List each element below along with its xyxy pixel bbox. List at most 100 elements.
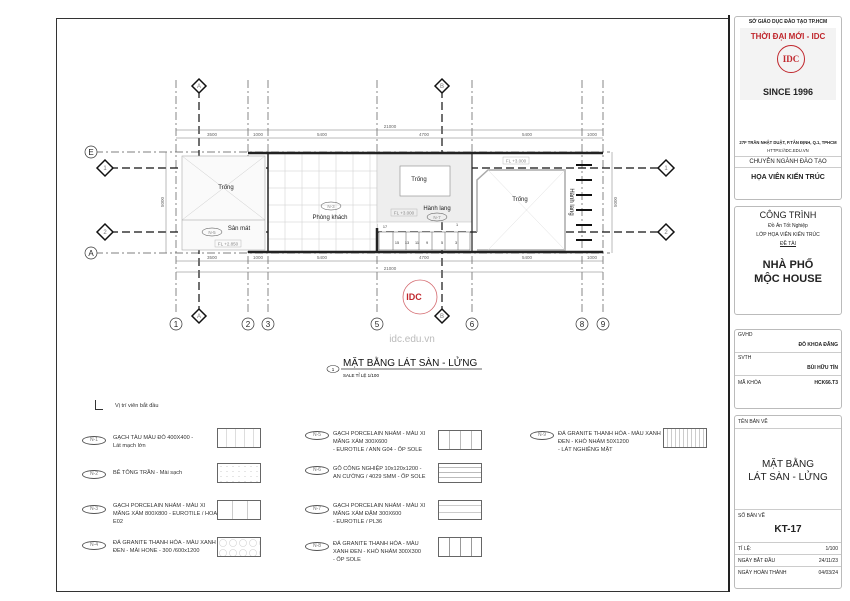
legend-swatch — [217, 463, 261, 483]
legend-code: N-7 — [305, 505, 329, 514]
stair-number: 11 — [415, 241, 419, 245]
title-block: SỞ GIÁO DỤC ĐÀO TẠO TP.HCM THỜI ĐẠI MỚI … — [728, 15, 843, 592]
section-marker: A — [197, 314, 201, 320]
drawing-name: LÁT SÀN - LỬNG — [748, 472, 828, 483]
project-name: MỘC HOUSE — [754, 273, 822, 285]
idc-logo-icon: IDC — [777, 45, 805, 73]
legend-swatch — [438, 537, 482, 557]
scale-label: TỈ LỆ: — [738, 545, 752, 552]
project-label: CÔNG TRÌNH — [759, 210, 817, 220]
room-label: Trống — [411, 177, 426, 183]
material-tag: N-7 — [433, 215, 441, 220]
gvhd: ĐỖ KHOA ĐĂNG — [735, 340, 841, 353]
topic-label: ĐỀ TÀI — [779, 241, 797, 247]
axis-marker: 1 — [103, 166, 107, 172]
section-marker: B — [440, 84, 444, 90]
level-tag: FL +3.000 — [506, 159, 527, 164]
material-tag: N-3 — [327, 204, 335, 209]
svth: BÙI HỮU TÍN — [735, 363, 841, 376]
department: SỞ GIÁO DỤC ĐÀO TẠO TP.HCM — [748, 19, 828, 25]
svg-text:IDC: IDC — [406, 292, 422, 302]
legend-swatch — [217, 537, 261, 557]
website-link[interactable]: HTTPS://IDC.EDU.VN — [767, 148, 809, 153]
dim-text: 1000 — [253, 255, 264, 260]
gvhd-label: GVHD — [738, 332, 753, 338]
start-marker-icon — [95, 400, 103, 410]
legend-item: GẠCH TÀU MÀU ĐỎ 400X400 -Lát mạch lớn — [113, 435, 194, 449]
dim-text: 5000 — [160, 196, 165, 207]
watermark-text: idc.edu.vn — [389, 334, 435, 345]
dim-text: 1000 — [253, 132, 264, 137]
room-label: Trống — [512, 197, 527, 203]
room-label: Sân mát — [228, 226, 251, 232]
legend-code: N-2 — [82, 470, 106, 479]
major: HỌA VIÊN KIẾN TRÚC — [751, 174, 825, 181]
axis-marker: 1 — [664, 166, 668, 172]
end-date: 04/03/24 — [818, 570, 838, 576]
major-label: CHUYÊN NGÀNH ĐÀO TẠO — [735, 156, 841, 168]
dim-text: 3500 — [207, 132, 218, 137]
start-date-label: NGÀY BẮT ĐẦU — [738, 557, 776, 564]
grid-bubble-label: A — [88, 249, 94, 258]
start-date: 24/11/23 — [818, 557, 838, 564]
sheet-no: KT-17 — [735, 524, 841, 543]
legend-code: N-4 — [82, 541, 106, 550]
course-label: MÃ KHÓA — [738, 380, 762, 386]
drawing-scale: SALE TỈ LỆ 1/100 — [343, 371, 379, 378]
dim-text: 5400 — [522, 132, 533, 137]
drawing-name-label: TÊN BẢN VẼ — [735, 416, 841, 429]
walls — [248, 151, 603, 254]
room-label: Hành lang — [568, 188, 574, 215]
legend-code: N-1 — [82, 436, 106, 445]
legend-code: N-9 — [530, 431, 554, 440]
grid-bubble-label: 5 — [375, 320, 380, 329]
grid-bubble-label: 3 — [266, 320, 271, 329]
start-marker-label: Vị trí viên bắt đầu — [115, 403, 159, 409]
legend-code: N-6 — [305, 466, 329, 475]
room-label: Hành lang — [423, 206, 450, 212]
dim-text: 5400 — [522, 255, 533, 260]
drawing-number: 1 — [332, 367, 335, 372]
legend-code: N-5 — [305, 431, 329, 440]
thesis-label: Đồ Án Tốt Nghiệp — [768, 223, 808, 229]
dim-text: 1000 — [587, 255, 598, 260]
dim-text: 5400 — [317, 132, 328, 137]
room-label: Phòng khách — [312, 215, 347, 221]
class-label: LỚP HỌA VIÊN KIẾN TRÚC — [756, 232, 820, 238]
legend-item: GỖ CÔNG NGHIỆP 10x120x1200 -AN CƯỜNG / 4… — [333, 466, 426, 480]
axis-marker: 2 — [103, 230, 107, 236]
floor-plan: 21000 21000 3500 1000 5400 4700 5400 100… — [84, 77, 676, 378]
dim-text: 4700 — [419, 255, 430, 260]
stair-number: 9 — [426, 241, 428, 245]
legend-swatch — [438, 430, 482, 450]
section-marker: B — [440, 314, 444, 320]
legend-code: N-3 — [82, 505, 106, 514]
stair-number: 5 — [441, 241, 443, 245]
end-date-label: NGÀY HOÀN THÀNH — [738, 570, 787, 576]
address: 27F TRẦN NHẬT DUẬT, P.TÂN ĐỊNH, Q.1, TPH… — [739, 140, 837, 145]
stair-number: 17 — [383, 225, 387, 229]
dim-text: 5400 — [317, 255, 328, 260]
stair-number: 15 — [395, 241, 399, 245]
room-label: Trống — [218, 185, 233, 191]
dim-text: 4700 — [419, 132, 430, 137]
legend-item: BÊ TÔNG TRẦN - Mài sạch — [113, 470, 183, 476]
idc-watermark-logo: IDC — [402, 279, 438, 315]
living-room-tiles — [267, 153, 378, 252]
legend-swatch — [217, 428, 261, 448]
drawing-name: MẶT BẰNG — [761, 459, 815, 470]
dim-text: 21000 — [384, 124, 397, 129]
legend-swatch — [217, 500, 261, 520]
axis-marker: 2 — [664, 230, 668, 236]
level-tag: FL +2.850 — [218, 242, 239, 247]
sheet-no-label: SỐ BẢN VẼ — [735, 509, 841, 522]
legend-swatch — [663, 428, 707, 448]
legend-swatch — [438, 500, 482, 520]
grid-bubble-label: 8 — [580, 320, 585, 329]
material-tag: N-5 — [208, 230, 216, 235]
